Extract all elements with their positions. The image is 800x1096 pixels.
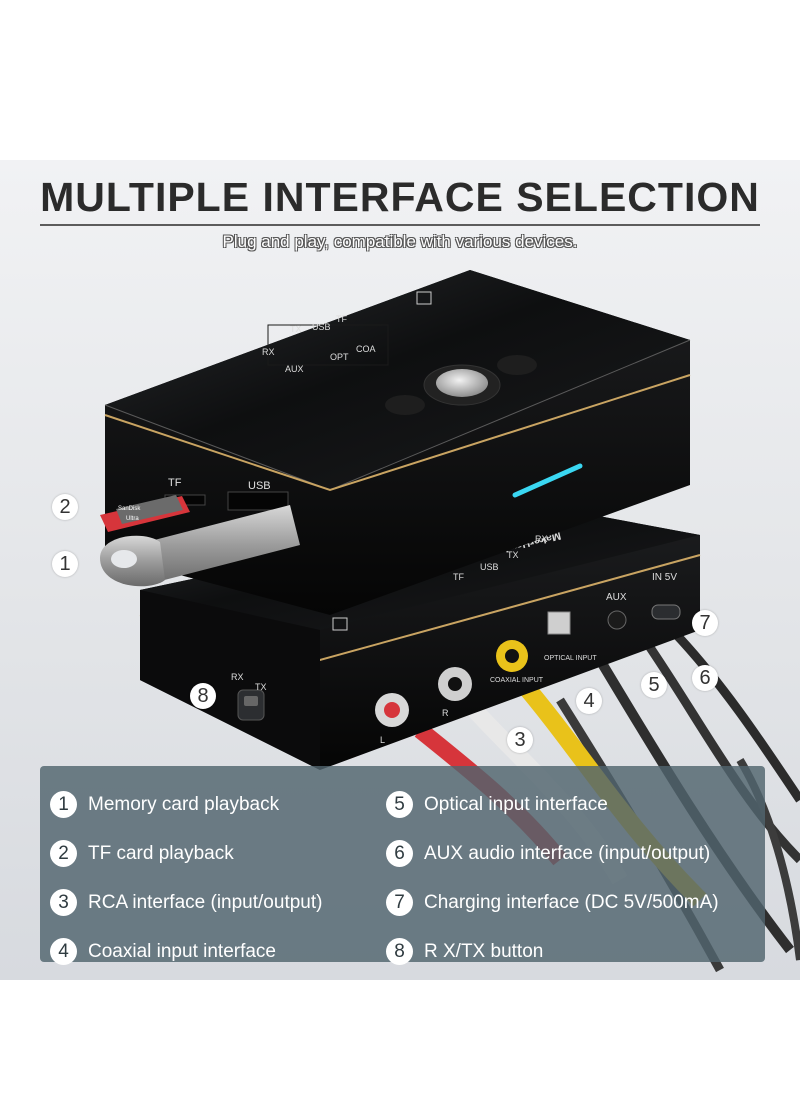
display-label: AUX [285, 364, 304, 374]
usb-port-label: USB [248, 480, 271, 492]
legend-column-right: 5 Optical input interface 6 AUX audio in… [386, 780, 719, 976]
callout-1: 1 [52, 551, 78, 577]
port-label: IN 5V [652, 572, 677, 583]
legend-label: Charging interface (DC 5V/500mA) [424, 891, 719, 913]
port-label: L [380, 735, 385, 745]
legend-number: 4 [50, 938, 77, 965]
callout-8: 8 [190, 683, 216, 709]
callout-2: 2 [52, 494, 78, 520]
status-led [512, 463, 583, 498]
previous-track-button [385, 395, 425, 415]
port-label: R [442, 708, 449, 718]
legend-item: 2 TF card playback [50, 829, 322, 878]
page-title: MULTIPLE INTERFACE SELECTION [40, 174, 760, 220]
feature-legend: 1 Memory card playback 2 TF card playbac… [40, 766, 765, 965]
display-label: TX [290, 324, 302, 334]
display-label: USB [312, 322, 331, 332]
callout-4: 4 [576, 688, 602, 714]
legend-item: 5 Optical input interface [386, 780, 719, 829]
display-label: RX [262, 347, 275, 357]
optical-port [547, 611, 571, 635]
callout-3: 3 [507, 727, 533, 753]
legend-number: 6 [386, 840, 413, 867]
display-label: USB [480, 562, 499, 572]
callout-5: 5 [641, 672, 667, 698]
display-label: TF [453, 572, 464, 582]
usb-flash-drive [100, 505, 300, 587]
usb-port [227, 491, 289, 511]
legend-item: 8 R X/TX button [386, 927, 719, 976]
title-underline [40, 224, 760, 226]
legend-label: Memory card playback [88, 793, 280, 815]
legend-label: R X/TX button [424, 940, 544, 962]
switch-label: RX [231, 672, 244, 682]
legend-label: Coaxial input interface [88, 940, 276, 962]
legend-column-left: 1 Memory card playback 2 TF card playbac… [50, 780, 322, 976]
display-label: OPT [330, 352, 349, 362]
legend-number: 8 [386, 938, 413, 965]
product-panel: MULTIPLE INTERFACE SELECTION Plug and pl… [0, 160, 800, 980]
nfc-icon [332, 617, 348, 631]
legend-item: 1 Memory card playback [50, 780, 322, 829]
sd-card-text: Ultra [126, 516, 139, 522]
tf-port-label: TF [168, 477, 182, 489]
legend-number: 5 [386, 791, 413, 818]
legend-item: 7 Charging interface (DC 5V/500mA) [386, 878, 719, 927]
legend-item: 6 AUX audio interface (input/output) [386, 829, 719, 878]
callout-6: 6 [692, 665, 718, 691]
legend-number: 2 [50, 840, 77, 867]
callout-7: 7 [692, 610, 718, 636]
display-label: TF [336, 314, 347, 324]
switch-label: TX [255, 682, 267, 692]
display-label: TX [507, 550, 519, 560]
legend-item: 4 Coaxial input interface [50, 927, 322, 976]
display-label: RX [535, 534, 548, 544]
port-label: AUX [606, 592, 627, 603]
page-subtitle: Plug and play, compatible with various d… [222, 232, 578, 251]
display-label: COA [356, 344, 376, 354]
sd-card-text: SanDisk [118, 506, 141, 512]
legend-label: Optical input interface [424, 793, 608, 815]
device-illustration: MakerHawk [100, 270, 800, 973]
aux-port [607, 610, 627, 630]
legend-item: 3 RCA interface (input/output) [50, 878, 322, 927]
legend-number: 3 [50, 889, 77, 916]
sd-card [100, 495, 190, 532]
port-label: COAXIAL INPUT [490, 677, 544, 684]
legend-label: TF card playback [88, 842, 234, 864]
legend-label: RCA interface (input/output) [88, 891, 323, 913]
next-track-button [497, 355, 537, 375]
legend-label: AUX audio interface (input/output) [424, 842, 711, 864]
nfc-icon [416, 291, 432, 305]
legend-number: 7 [386, 889, 413, 916]
port-label: OPTICAL INPUT [544, 655, 597, 662]
legend-number: 1 [50, 791, 77, 818]
usb-c-port [651, 604, 681, 620]
